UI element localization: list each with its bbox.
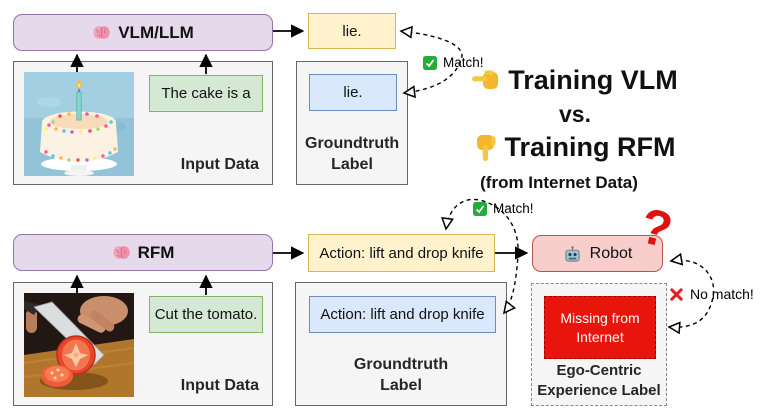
input-data-label-bottom: Input Data [180, 377, 259, 394]
robot-label: Robot [589, 244, 633, 262]
headline-line1-text: Training VLM [508, 65, 678, 95]
prediction-top-text: lie. [342, 22, 362, 40]
rfm-box: RFM [13, 234, 273, 271]
brain-icon [112, 244, 131, 261]
check-icon [473, 201, 487, 216]
headline-line1: Training VLM [472, 64, 678, 96]
input-data-panel-bottom: Cut the tomato. Input Data [13, 282, 273, 406]
tomato-photo [23, 293, 135, 397]
missing-from-internet-box: Missing from Internet [544, 296, 656, 359]
groundtruth-box-bottom: Action: lift and drop knife [309, 296, 496, 333]
no-match-annotation: No match! [669, 286, 754, 302]
input-caption-top-text: The cake is a [161, 85, 251, 102]
rfm-label: RFM [137, 242, 175, 262]
vlm-llm-box: VLM/LLM [13, 14, 273, 51]
prediction-box-bottom: Action: lift and drop knife [308, 234, 495, 272]
input-data-panel-top: The cake is a Input Data [13, 61, 273, 185]
robot-icon [563, 245, 582, 263]
no-match-label: No match! [690, 286, 754, 302]
groundtruth-panel-top: lie. Groundtruth Label [296, 61, 408, 185]
match-label-bottom: Match! [493, 201, 534, 216]
input-caption-bottom-text: Cut the tomato. [154, 306, 258, 323]
match-annotation-bottom: Match! [473, 201, 534, 216]
input-data-label-top: Input Data [180, 156, 259, 173]
headline-line3: Training RFM [475, 131, 676, 163]
point-left-icon [472, 70, 499, 91]
groundtruth-label-top: Groundtruth Label [305, 135, 400, 174]
vlm-llm-label: VLM/LLM [118, 22, 194, 42]
point-down-icon [475, 134, 496, 162]
groundtruth-bottom-text: Action: lift and drop knife [320, 306, 485, 323]
prediction-bottom-text: Action: lift and drop knife [319, 244, 484, 262]
input-caption-top: The cake is a [149, 75, 263, 112]
headline-line4: (from Internet Data) [480, 172, 638, 192]
groundtruth-panel-bottom: Action: lift and drop knife Groundtruth … [295, 282, 507, 406]
ego-panel: Missing from Internet Ego-Centric Experi… [531, 283, 667, 406]
robot-box: Robot [532, 235, 663, 272]
brain-icon [92, 24, 111, 41]
groundtruth-label-bottom: Groundtruth Label [353, 356, 449, 395]
headline-line3-text: Training RFM [504, 132, 676, 163]
headline: Training VLM vs. Training RFM (from Inte… [425, 64, 725, 193]
prediction-box-top: lie. [308, 13, 396, 49]
cross-icon [669, 287, 684, 302]
missing-from-internet-text: Missing from Internet [560, 309, 640, 345]
question-mark: ? [634, 197, 678, 259]
headline-line2: vs. [559, 101, 591, 128]
groundtruth-box-top: lie. [309, 74, 397, 111]
groundtruth-top-text: lie. [343, 84, 363, 101]
ego-panel-label: Ego-Centric Experience Label [537, 362, 661, 399]
input-caption-bottom: Cut the tomato. [149, 296, 263, 333]
cake-photo [24, 72, 134, 176]
